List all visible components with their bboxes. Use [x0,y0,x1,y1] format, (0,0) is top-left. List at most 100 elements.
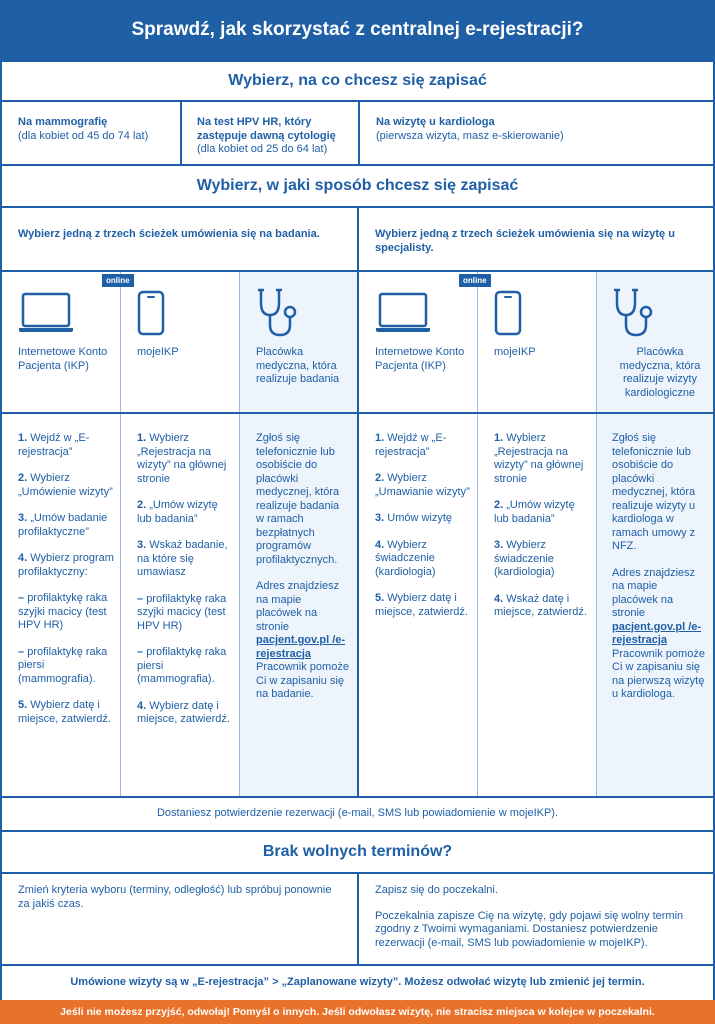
step-text: profilaktykę raka szyjki macicy (test HP… [18,592,108,631]
step-number: – [137,646,144,658]
divider [0,100,715,102]
facility-left-instructions: Zgłoś się telefonicznie lub osobiście do… [256,432,350,702]
facility-left-text: Zgłoś się telefonicznie lub osobiście do… [256,432,340,566]
option-hpv-label: Na test HPV HR, który zastępuje dawną cy… [197,116,336,142]
step-text: „Umów wizytę lub badania” [494,499,575,525]
divider [0,206,715,208]
step-text: Wybierz datę i miejsce, zatwierdź. [18,699,111,725]
step-item: 5. Wybierz datę i miejsce, zatwierdź. [375,592,473,619]
channel-facility-left-label: Placówka medyczna, która realizuje badan… [256,346,340,385]
divider [358,102,360,164]
step-text: Wejdź w „E-rejestracja” [375,432,447,458]
confirmation-note: Dostaniesz potwierdzenie rezerwacji (e-m… [0,798,715,830]
option-cardiology: Na wizytę u kardiologa (pierwsza wizyta,… [376,116,696,143]
waiting-room-title: Zapisz się do poczekalni. [375,884,498,896]
step-number: 1. [18,432,28,444]
step-item: 2. Wybierz „Umówienie wizyty” [18,472,116,499]
divider [0,60,715,62]
step-text: profilaktykę raka szyjki macicy (test HP… [137,592,227,632]
divider [239,272,240,796]
step-number: – [18,645,25,658]
step-item: 4. Wybierz program profilaktyczny: [18,552,116,579]
bottom-note-text: Umówione wizyty są w „E-rejestracja” > „… [70,976,645,989]
option-mammography-label: Na mammografię [18,116,108,128]
divider [0,412,715,414]
option-hpv-sub: (dla kobiet od 25 do 64 lat) [197,143,328,155]
step-text: Wybierz „Rejestracja na wizyty” na główn… [494,432,584,485]
step-item: 1. Wejdź w „E-rejestracja” [18,432,116,459]
steps-ikp-exams: 1. Wejdź w „E-rejestracja” 2. Wybierz „U… [18,432,116,739]
online-badge: online [459,274,491,287]
step-text: Wybierz datę i miejsce, zatwierdź. [137,699,230,726]
section-no-slots-title-text: Brak wolnych terminów? [262,843,453,860]
section-how-title: Wybierz, w jaki sposób chcesz się zapisa… [0,166,715,206]
step-item: 3. „Umów badanie profilaktyczne” [18,512,116,539]
step-number: 1. [375,432,385,444]
step-number: 2. [375,472,385,484]
step-item: 1. Wejdź w „E-rejestracja” [375,432,473,459]
step-text: Wybierz „Umawianie wizyty” [375,472,470,498]
step-text: profilaktykę raka piersi (mammografia). [137,646,227,685]
section-how-title-text: Wybierz, w jaki sposób chcesz się zapisa… [196,177,519,194]
section-what-title: Wybierz, na co chcesz się zapisać [0,62,715,100]
step-item: – profilaktykę raka piersi (mammografia)… [18,646,116,687]
right-border [713,60,715,1000]
footer-banner: Jeśli nie możesz przyjść, odwołaj! Pomyś… [0,1000,715,1024]
waiting-room-text: Poczekalnia zapisze Cię na wizytę, gdy p… [375,909,684,949]
page-title: Sprawdź, jak skorzystać z centralnej e-r… [131,19,584,40]
step-item: 5. Wybierz datę i miejsce, zatwierdź. [18,699,116,726]
smartphone-icon [137,290,165,336]
step-number: 3. [18,512,28,524]
steps-mojeikp-exams: 1. Wybierz „Rejestracja na wizyty” na gł… [137,432,235,740]
step-item: – profilaktykę raka piersi (mammografia)… [137,646,235,687]
step-item: 3. Wybierz świadczenie (kardiologia) [494,539,592,580]
divider [0,796,715,798]
step-text: Wybierz „Umówienie wizyty” [18,472,113,498]
step-text: Umów wizytę [387,512,453,524]
step-number: 3. [137,539,147,551]
step-text: Wybierz program profilaktyczny: [18,552,114,578]
step-item: 1. Wybierz „Rejestracja na wizyty” na gł… [494,432,592,486]
step-text: Wybierz datę i miejsce, zatwierdź. [375,592,468,618]
channel-ikp-label: Internetowe Konto Pacjenta (IKP) [18,346,108,372]
facility-left-address-text: Adres znajdziesz na mapie placówek na st… [256,580,340,633]
right-path-heading: Wybierz jedną z trzech ścieżek umówienia… [375,228,675,254]
facility-right-text: Zgłoś się telefonicznie lub osobiście do… [612,432,696,552]
step-number: 1. [494,432,504,444]
step-item: 2. Wybierz „Umawianie wizyty” [375,472,473,499]
step-number: 4. [375,538,385,551]
pacjent-gov-link[interactable]: pacjent.gov.pl /e-rejestracja [612,620,702,647]
left-path-heading: Wybierz jedną z trzech ścieżek umówienia… [18,228,320,240]
step-number: 2. [137,499,147,511]
page-header: Sprawdź, jak skorzystać z centralnej e-r… [0,0,715,60]
step-number: 2. [18,472,28,484]
facility-right-instructions: Zgłoś się telefonicznie lub osobiście do… [612,432,706,702]
step-number: 5. [18,699,28,711]
step-item: 2. „Umów wizytę lub badania” [494,499,592,526]
step-text: „Umów wizytę lub badania” [137,499,218,525]
step-item: 2. „Umów wizytę lub badania” [137,499,235,526]
step-text: Wskaż badanie, na które się umawiasz [137,539,228,578]
step-text: „Umów badanie profilaktyczne” [18,512,108,538]
facility-right-help-text: Pracownik pomoże Ci w zapisaniu się na p… [612,647,705,701]
pacjent-gov-link[interactable]: pacjent.gov.pl /e-rejestracja [256,634,346,660]
divider [180,102,182,164]
step-item: 4. Wybierz świadczenie (kardiologia) [375,539,473,580]
step-item: 4. Wybierz datę i miejsce, zatwierdź. [137,700,235,727]
section-no-slots-title: Brak wolnych terminów? [0,832,715,872]
smartphone-icon [494,290,522,336]
step-text: Wskaż datę i miejsce, zatwierdź. [494,592,587,619]
option-cardiology-label: Na wizytę u kardiologa [376,116,495,128]
stethoscope-icon [256,287,302,339]
stethoscope-icon [612,287,658,339]
steps-mojeikp-cardiology: 1. Wybierz „Rejestracja na wizyty” na gł… [494,432,592,633]
section-what-title-text: Wybierz, na co chcesz się zapisać [228,72,487,89]
step-text: Wejdź w „E-rejestracja” [18,432,90,458]
divider [0,270,715,272]
confirmation-text: Dostaniesz potwierdzenie rezerwacji (e-m… [156,807,559,820]
online-badge: online [102,274,134,287]
left-border [0,60,2,1000]
divider [0,964,715,966]
step-number: – [18,592,25,604]
facility-right-address-text: Adres znajdziesz na mapie placówek na st… [612,566,696,620]
